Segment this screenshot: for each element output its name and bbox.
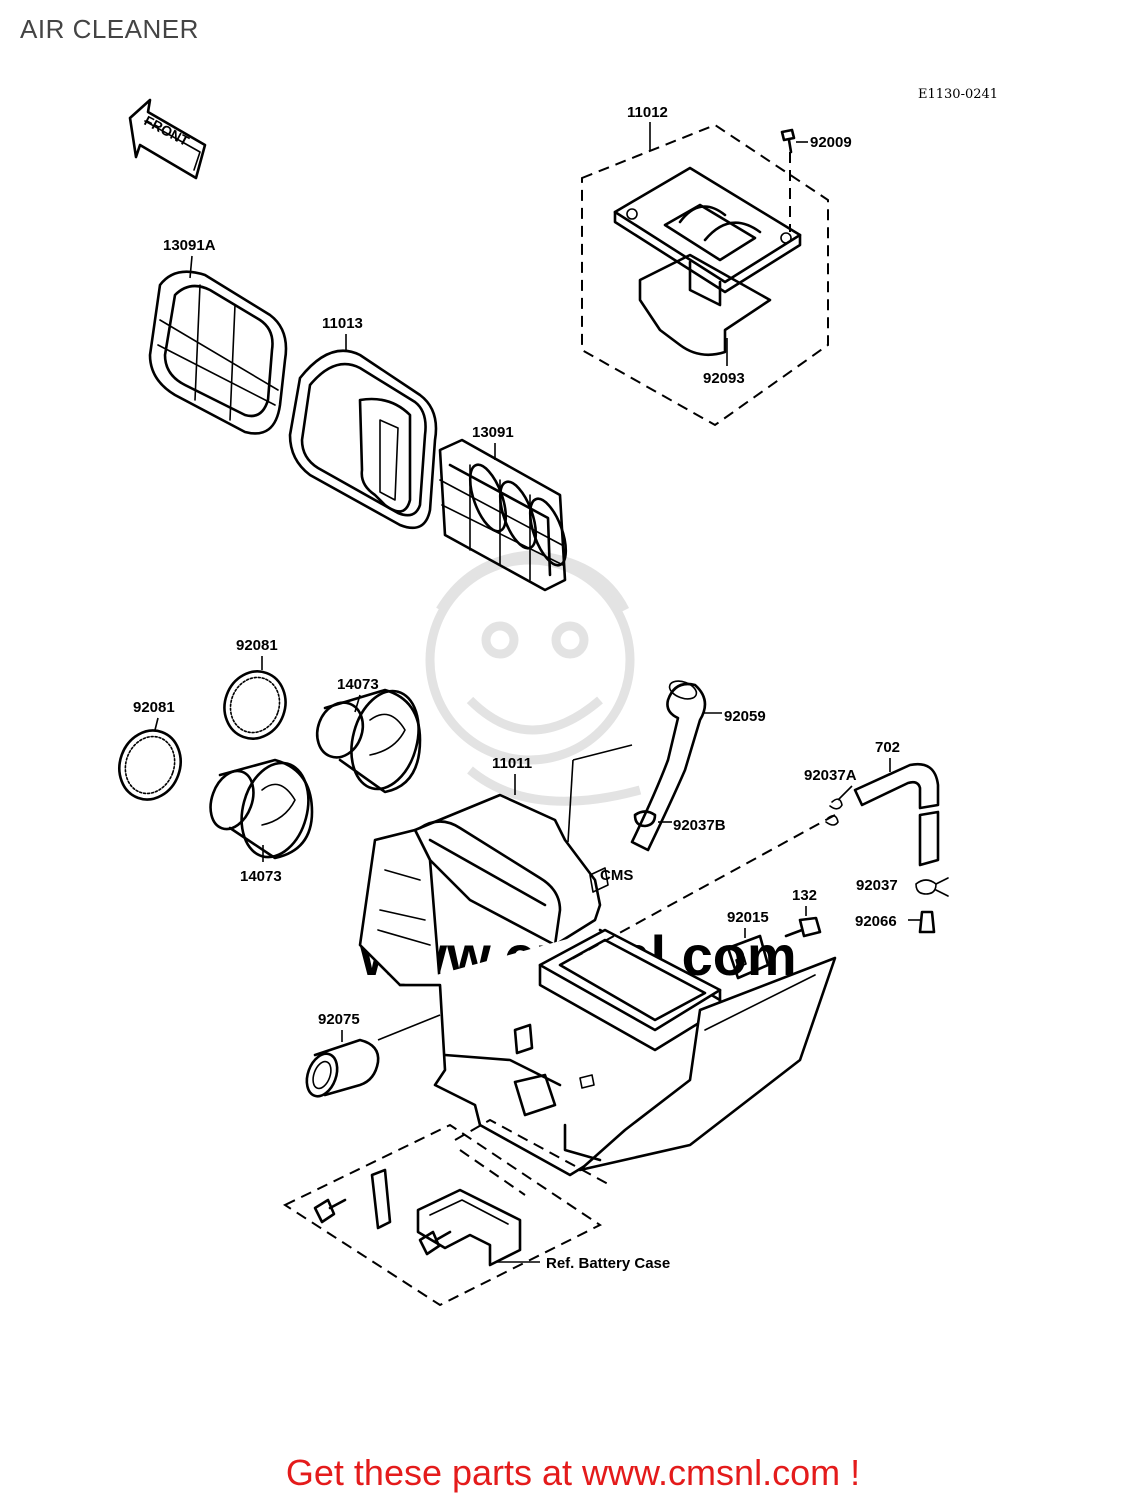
front-label: FRONT bbox=[142, 112, 192, 149]
part-92015-clip: 92015 bbox=[726, 909, 770, 980]
part-132-bolt: 132 bbox=[784, 887, 822, 938]
part-13091A-screen: 13091A bbox=[148, 237, 288, 435]
label-13091A: 13091A bbox=[163, 237, 216, 254]
label-13091: 13091 bbox=[472, 424, 514, 441]
part-92081-ring-left: 92081 bbox=[118, 699, 182, 801]
label-14073-lower: 14073 bbox=[240, 868, 282, 885]
label-92081-upper: 92081 bbox=[236, 637, 278, 654]
part-11012-group: 11012 92093 92009 bbox=[581, 104, 852, 427]
part-92081-ring-upper: 92081 bbox=[223, 637, 287, 740]
page-title: AIR CLEANER bbox=[20, 14, 199, 44]
battery-case-group: Ref. Battery Case bbox=[282, 1118, 670, 1307]
label-92075: 92075 bbox=[318, 1011, 360, 1028]
label-92066: 92066 bbox=[855, 913, 897, 930]
part-92075-tube: 92075 bbox=[305, 1011, 441, 1098]
part-92037B-clamp: 92037B bbox=[633, 810, 726, 834]
label-battery-case: Ref. Battery Case bbox=[546, 1255, 670, 1272]
label-702: 702 bbox=[875, 739, 900, 756]
label-92037A: 92037A bbox=[804, 767, 857, 784]
label-11011: 11011 bbox=[492, 755, 532, 772]
front-arrow-icon: FRONT bbox=[128, 98, 207, 180]
part-13091-screen: 13091 bbox=[438, 424, 568, 592]
cta-link[interactable]: Get these parts at www.cmsnl.com ! bbox=[285, 1452, 861, 1493]
part-92037-clamp: 92037 bbox=[856, 877, 949, 897]
part-11011-housing: 11011 bbox=[358, 744, 837, 1177]
part-11013-element: 11013 bbox=[288, 315, 438, 530]
label-14073-upper: 14073 bbox=[337, 676, 379, 693]
part-14073-holder-upper: 14073 bbox=[315, 676, 422, 794]
label-92015: 92015 bbox=[727, 909, 769, 926]
label-92037B: 92037B bbox=[673, 817, 726, 834]
label-92009: 92009 bbox=[810, 134, 852, 151]
part-702-hose: 702 bbox=[853, 739, 940, 867]
label-11013: 11013 bbox=[322, 315, 363, 332]
label-92081-left: 92081 bbox=[133, 699, 175, 716]
diagram-ref-code: E1130-0241 bbox=[918, 87, 998, 102]
part-92059-hose: 92059 bbox=[630, 680, 766, 852]
label-92093: 92093 bbox=[703, 370, 745, 387]
part-92066-cap: 92066 bbox=[855, 910, 936, 934]
part-14073-holder-lower: 14073 bbox=[209, 758, 314, 885]
label-92037: 92037 bbox=[856, 877, 898, 894]
watermark-text: CMS bbox=[600, 867, 633, 884]
label-92059: 92059 bbox=[724, 708, 766, 725]
part-92037A-clamp: 92037A bbox=[804, 767, 857, 826]
label-132: 132 bbox=[792, 887, 817, 904]
label-11012: 11012 bbox=[627, 104, 668, 121]
